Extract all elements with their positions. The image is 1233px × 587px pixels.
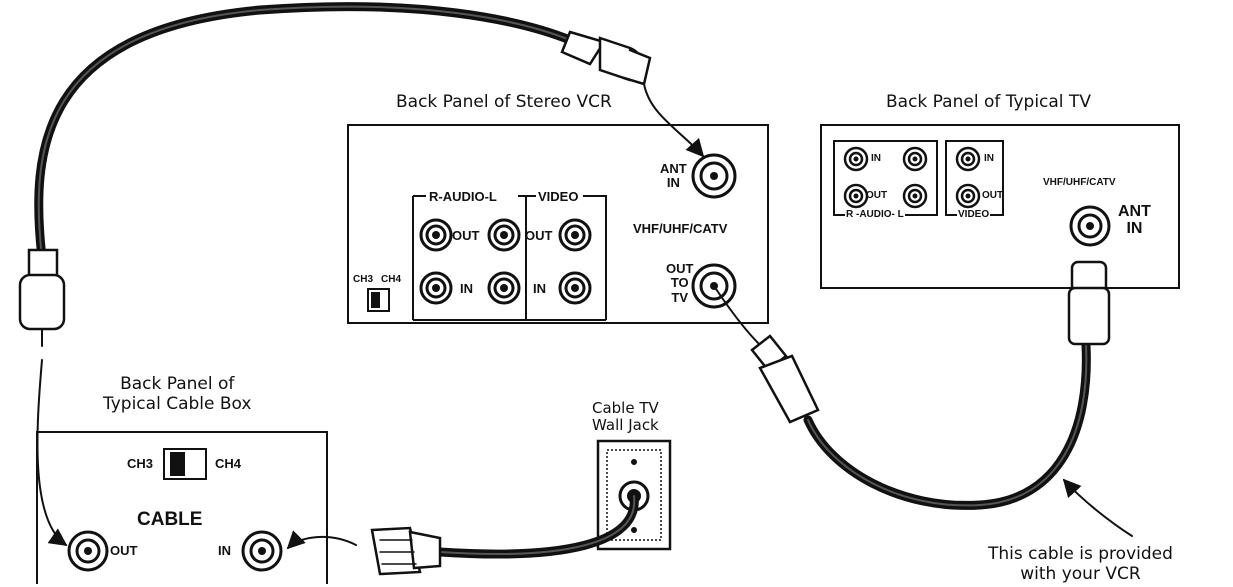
tv-ant-in-label: ANT IN (1118, 203, 1151, 238)
tv-video-out-jack[interactable] (955, 183, 981, 209)
vcr-video-out-jack[interactable] (558, 218, 592, 252)
tv-ant-in-line2: IN (1126, 219, 1143, 237)
vcr-out-to-tv-label: OUT TO TV (666, 261, 694, 305)
vcr-video-out-label: OUT (525, 228, 553, 243)
tv-video-in-label: IN (984, 153, 994, 164)
vcr-ant-in-label: ANT IN (660, 161, 687, 191)
vcr-audio-out-label: OUT (452, 228, 480, 243)
cable-note-line2: with your VCR (1020, 564, 1141, 585)
tv-audio-r-out-jack[interactable] (843, 183, 869, 209)
cable-box-cable-label: CABLE (137, 509, 203, 530)
vcr-video-in-jack[interactable] (558, 271, 592, 305)
vcr-channel-switch[interactable] (367, 288, 390, 312)
tv-audio-l-out-jack[interactable] (902, 183, 928, 209)
vcr-audio-l-in-jack[interactable] (487, 271, 521, 305)
cable-box-in-jack[interactable] (241, 530, 283, 572)
tv-panel (820, 124, 1180, 289)
vcr-ch4-label: CH4 (381, 274, 402, 285)
cable-box-out-label: OUT (110, 543, 138, 558)
tv-audio-group-label: R -AUDIO- L (845, 209, 905, 220)
vcr-out-to-tv-line1: OUT (666, 261, 694, 276)
cable-box-in-label: IN (218, 543, 231, 558)
vcr-rf-label: VHF/UHF/CATV (633, 221, 728, 236)
cable-connector-left (18, 248, 66, 347)
wall-jack-title: Cable TV Wall Jack (592, 399, 659, 435)
tv-video-out-label: OUT (982, 190, 1004, 201)
vcr-ch3-label: CH3 (353, 274, 374, 285)
vcr-video-in-label: IN (533, 281, 546, 296)
vcr-ant-in-label-line1: ANT (660, 161, 687, 176)
cable-note-line1: This cable is provided (988, 544, 1173, 564)
cable-connector-tv-in (1067, 260, 1111, 346)
cable-box-title-line1: Back Panel of (120, 374, 235, 394)
vcr-panel (347, 124, 769, 324)
tv-video-group-label: VIDEO (957, 209, 991, 220)
tv-audio-out-label: OUT (866, 190, 888, 201)
vcr-panel-title: Back Panel of Stereo VCR (396, 92, 612, 112)
cable-box-ch4-label: CH4 (215, 456, 242, 471)
tv-audio-l-in-jack[interactable] (902, 146, 928, 172)
tv-audio-in-label: IN (871, 153, 881, 164)
cable-box-channel-switch[interactable] (163, 448, 207, 480)
cable-note: This cable is provided with your VCR (988, 544, 1173, 585)
vcr-ant-in-label-line2: IN (666, 175, 680, 191)
tv-panel-title: Back Panel of Typical TV (886, 92, 1091, 112)
vcr-audio-r-out-jack[interactable] (419, 218, 453, 252)
vcr-audio-group-label: R-AUDIO-L (429, 189, 497, 204)
cable-box-title-line2: Typical Cable Box (103, 394, 252, 415)
tv-audio-r-in-jack[interactable] (843, 146, 869, 172)
cable-connector-top (560, 30, 652, 86)
vcr-audio-l-out-jack[interactable] (487, 218, 521, 252)
cable-box-ch3-label: CH3 (127, 456, 154, 471)
tv-rf-label: VHF/UHF/CATV (1043, 177, 1116, 188)
tv-video-in-jack[interactable] (955, 146, 981, 172)
cable-connector-wall (370, 526, 442, 576)
vcr-ant-in-jack[interactable] (691, 153, 737, 199)
cable-box-title: Back Panel of Typical Cable Box (103, 374, 251, 415)
wall-jack-title-line1: Cable TV (592, 399, 659, 417)
tv-ant-in-line1: ANT (1118, 203, 1151, 220)
vcr-video-group-label: VIDEO (538, 189, 579, 204)
wall-jack-title-line2: Wall Jack (592, 416, 659, 435)
cable-box-panel (36, 431, 328, 584)
vcr-audio-in-label: IN (460, 281, 473, 296)
cable-connector-vcr-out (750, 334, 820, 424)
vcr-out-to-tv-line2: TO (670, 275, 689, 291)
tv-ant-in-jack[interactable] (1069, 205, 1111, 247)
cable-box-out-jack[interactable] (67, 530, 109, 572)
vcr-out-to-tv-line3: TV (671, 289, 689, 305)
vcr-audio-r-in-jack[interactable] (419, 271, 453, 305)
cables (18, 2, 1133, 576)
